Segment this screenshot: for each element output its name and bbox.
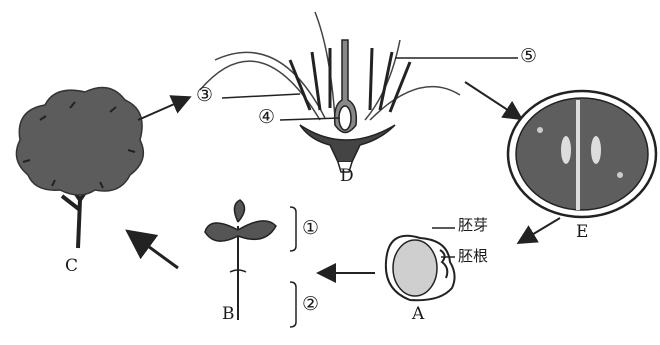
seed-illustration (386, 236, 455, 301)
marker-2: ② (302, 295, 319, 314)
label-fruit: E (576, 224, 588, 241)
flower-illustration (200, 12, 460, 172)
seedling-illustration (205, 200, 276, 320)
label-tree: C (65, 258, 78, 275)
label-flower: D (340, 168, 354, 185)
marker-1: ① (302, 219, 319, 238)
label-seedling: B (222, 306, 235, 323)
leader-line-3 (222, 94, 300, 98)
tree-illustration (16, 88, 143, 249)
arrow-seedling-to-tree (130, 233, 178, 268)
arrow-tree-to-flower (138, 98, 188, 120)
leader-line-4 (280, 118, 340, 120)
label-seed: A (412, 306, 424, 323)
label-radicle: 胚根 (458, 249, 488, 264)
marker-5: ⑤ (520, 47, 537, 66)
arrow-fruit-to-seed (520, 218, 560, 242)
arrow-flower-to-fruit (465, 82, 520, 118)
marker-3: ③ (196, 86, 213, 105)
fruit-illustration (508, 91, 656, 217)
marker-4: ④ (258, 108, 275, 127)
label-plumule: 胚芽 (458, 218, 488, 233)
bracket-2 (290, 282, 296, 327)
bracket-1 (290, 207, 296, 251)
